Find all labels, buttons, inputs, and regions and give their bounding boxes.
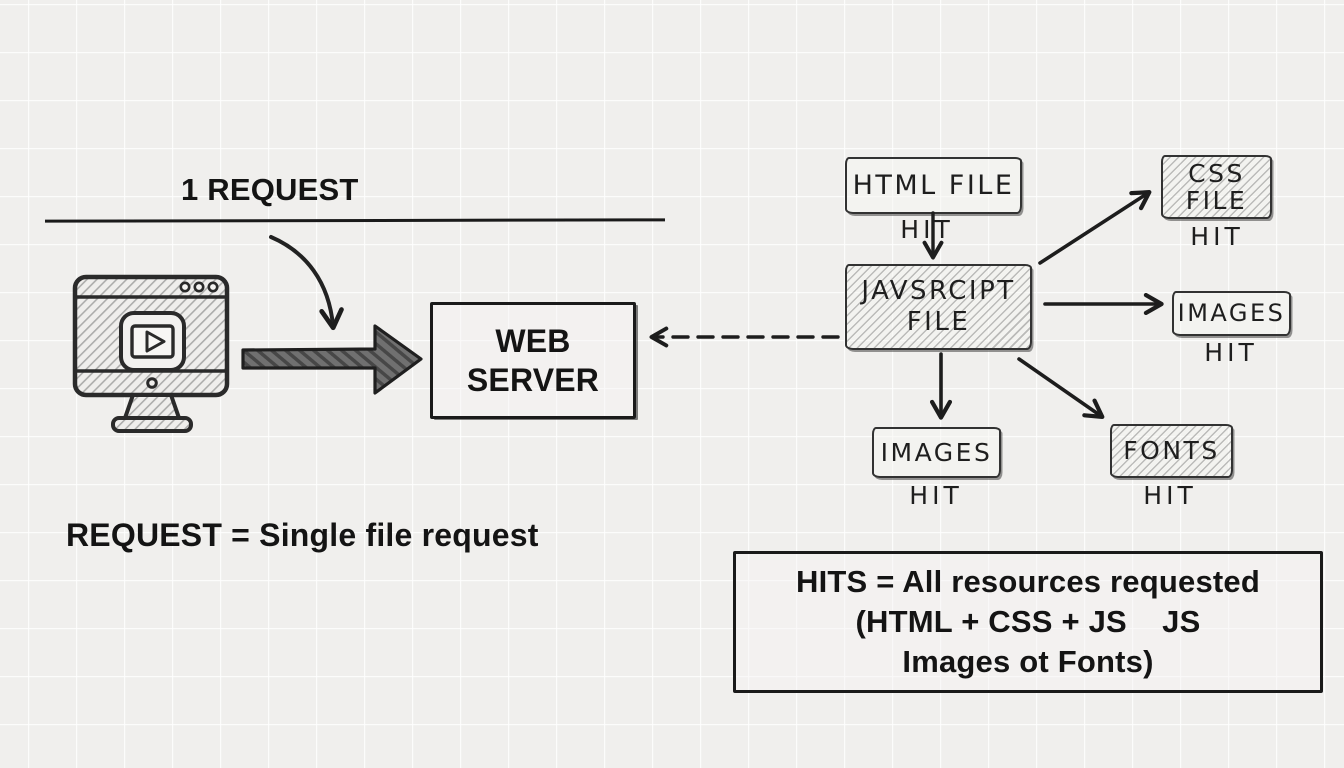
html-file-box: HTML FILE	[845, 157, 1022, 214]
hits-note-line3: Images ot Fonts)	[902, 644, 1154, 679]
css-file-label-line1: CSS	[1188, 158, 1245, 188]
javascript-file-box: JAVSRCIPT FILE	[845, 264, 1032, 350]
request-underline	[44, 218, 666, 223]
request-definition-caption: REQUEST = Single file request	[66, 517, 539, 553]
web-server-box: WEB SERVER	[430, 302, 636, 419]
images-bottom-box: IMAGES	[872, 427, 1001, 478]
html-file-label: HTML FILE	[852, 169, 1015, 201]
images-bottom-label: IMAGES	[880, 437, 993, 467]
hit-label-images-bottom: HIT	[909, 481, 963, 510]
request-title: 1 REQUEST	[181, 172, 359, 207]
images-right-label: IMAGES	[1177, 299, 1286, 328]
css-file-box: CSS FILE	[1161, 155, 1272, 219]
computer-video-player-icon	[72, 274, 230, 433]
hits-note-line2: (HTML + CSS + JS JS	[855, 604, 1201, 639]
hits-definition-box: HITS = All resources requested (HTML + C…	[733, 551, 1323, 693]
hit-label-html: HIT	[900, 215, 954, 244]
hits-note-line1: HITS = All resources requested	[796, 564, 1260, 599]
hit-label-css: HIT	[1190, 222, 1244, 251]
js-to-fonts-arrow	[1017, 357, 1105, 420]
js-to-css-arrow	[1038, 190, 1152, 265]
css-file-label-line2: FILE	[1185, 186, 1248, 215]
fonts-box: FONTS	[1110, 424, 1233, 478]
client-to-server-arrow	[241, 324, 423, 395]
fonts-label: FONTS	[1123, 436, 1220, 466]
images-right-box: IMAGES	[1172, 291, 1291, 336]
web-server-label-line2: SERVER	[466, 361, 600, 398]
hit-label-fonts: HIT	[1143, 481, 1197, 510]
hit-label-images-right: HIT	[1204, 338, 1258, 367]
web-server-label-line1: WEB	[495, 322, 571, 359]
javascript-file-label-line2: FILE	[906, 307, 971, 337]
request-curved-arrow	[269, 235, 344, 331]
javascript-file-label-line1: JAVSRCIPT	[861, 276, 1016, 307]
